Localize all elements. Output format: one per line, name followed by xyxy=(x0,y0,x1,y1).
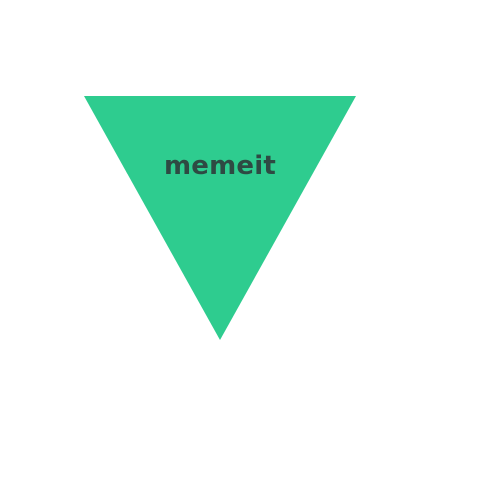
triangle-shape xyxy=(84,96,356,340)
brand-name: memeit xyxy=(164,151,276,181)
